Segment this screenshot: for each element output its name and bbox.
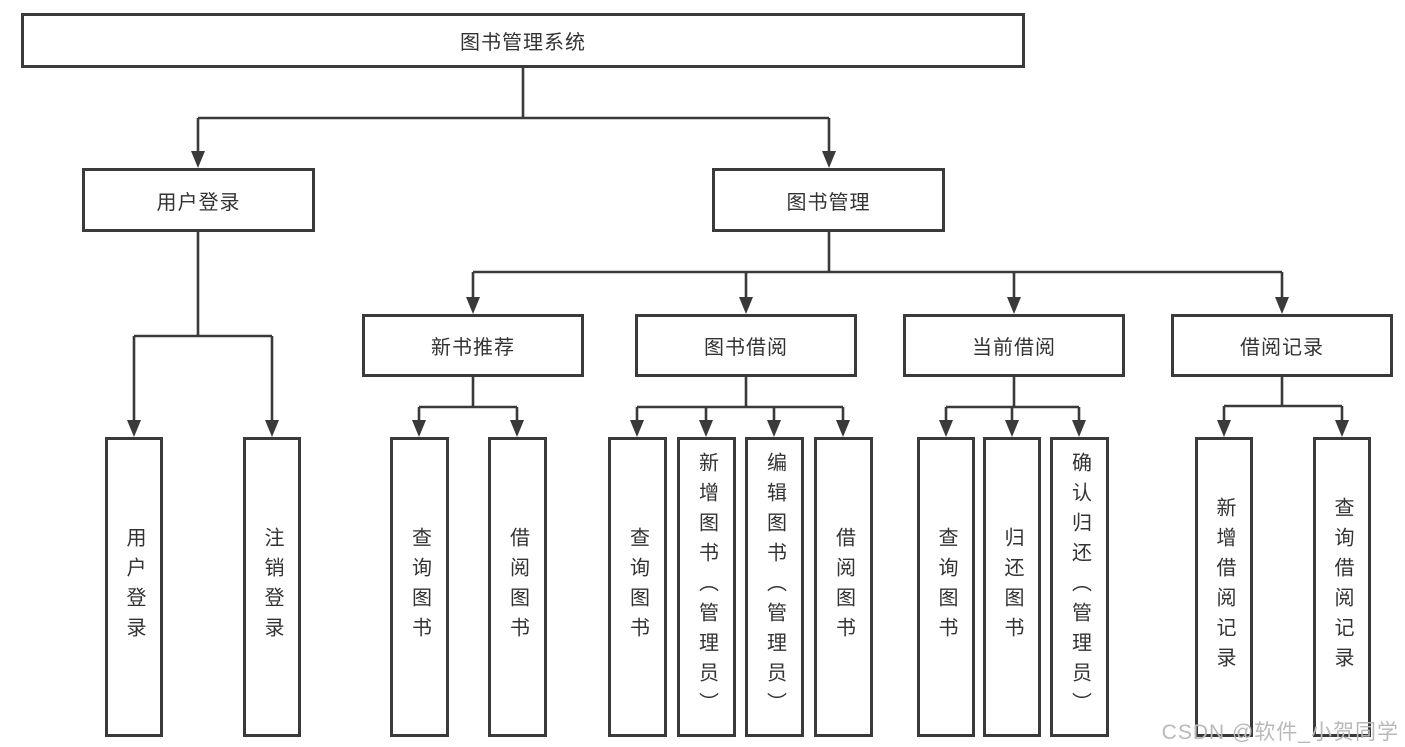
leaf-borrow-books-borrowing: 借阅图书 [814,437,873,737]
leaf-query-books-borrowing-label: 查询图书 [626,527,649,647]
leaf-add-borrow-record-label: 新增借阅记录 [1213,497,1235,677]
node-current-borrowing: 当前借阅 [903,314,1125,377]
leaf-logout-login: 注销登录 [243,437,301,737]
node-current-borrowing-label: 当前借阅 [972,337,1056,359]
node-library-system: 图书管理系统 [21,13,1025,68]
node-book-borrowing: 图书借阅 [635,314,857,377]
node-user-login-label: 用户登录 [156,191,241,214]
leaf-query-books-recommend: 查询图书 [390,437,449,737]
node-new-book-recommend: 新书推荐 [362,314,584,377]
leaf-query-borrow-record-label: 查询借阅记录 [1331,497,1353,677]
leaf-borrow-books-recommend-label: 借阅图书 [506,527,529,647]
leaf-borrow-books-recommend: 借阅图书 [488,437,547,737]
leaf-user-login: 用户登录 [105,437,163,737]
leaf-logout-login-label: 注销登录 [261,527,283,647]
node-borrowing-records: 借阅记录 [1171,314,1393,377]
leaf-confirm-return-admin: 确认归还（管理员） [1050,437,1109,737]
leaf-add-book-admin: 新增图书（管理员） [677,437,736,737]
leaf-edit-book-admin-label: 编辑图书（管理员） [763,452,786,722]
leaf-return-books-label: 归还图书 [1001,527,1023,647]
leaf-query-books-borrowing: 查询图书 [608,437,667,737]
leaf-return-books: 归还图书 [983,437,1041,737]
watermark-text: CSDN @软件_小贺同学 [1161,721,1399,744]
leaf-add-book-admin-label: 新增图书（管理员） [695,452,718,722]
node-library-system-label: 图书管理系统 [460,32,586,54]
node-borrowing-records-label: 借阅记录 [1240,337,1324,359]
leaf-confirm-return-admin-label: 确认归还（管理员） [1068,452,1091,722]
leaf-query-books-current: 查询图书 [917,437,975,737]
node-book-borrowing-label: 图书借阅 [704,337,788,359]
leaf-borrow-books-borrowing-label: 借阅图书 [832,527,855,647]
node-book-management: 图书管理 [712,168,945,232]
node-user-login: 用户登录 [82,168,315,232]
leaf-edit-book-admin: 编辑图书（管理员） [745,437,804,737]
leaf-user-login-label: 用户登录 [123,527,145,647]
leaf-query-books-current-label: 查询图书 [935,527,957,647]
node-book-management-label: 图书管理 [786,191,871,214]
node-new-book-recommend-label: 新书推荐 [431,337,515,359]
leaf-add-borrow-record: 新增借阅记录 [1195,437,1253,737]
leaf-query-borrow-record: 查询借阅记录 [1313,437,1371,737]
leaf-query-books-recommend-label: 查询图书 [408,527,431,647]
